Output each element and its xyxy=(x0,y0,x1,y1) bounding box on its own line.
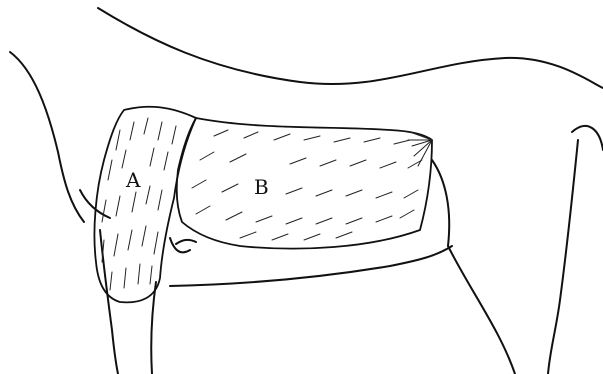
chest-outline xyxy=(10,52,84,222)
elbow-fold xyxy=(170,238,196,252)
fore-leg-back xyxy=(151,282,156,374)
belly-outline xyxy=(170,246,452,286)
muscle-a-hatching xyxy=(102,118,176,290)
back-outline xyxy=(98,8,603,88)
label-b: B xyxy=(254,177,269,197)
muscle-b-hatching xyxy=(192,130,432,240)
muscle-a-outline xyxy=(94,107,196,303)
muscle-b-outline xyxy=(177,118,432,249)
hind-leg-back xyxy=(548,126,603,374)
hind-leg-front xyxy=(448,246,515,374)
label-a: A xyxy=(126,170,140,190)
flank-outline xyxy=(432,160,449,246)
